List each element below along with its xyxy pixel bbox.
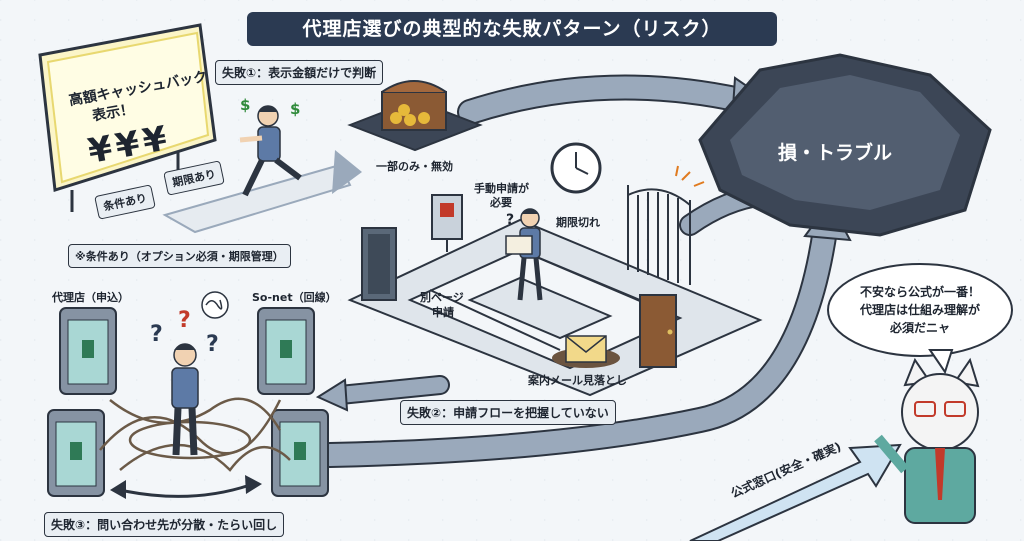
billboard bbox=[38, 23, 217, 212]
treasure-chest-icon bbox=[347, 80, 483, 152]
maze-paths bbox=[347, 218, 763, 397]
separate-page-line2: 申請 bbox=[432, 306, 454, 319]
question-mark-icon: ? bbox=[178, 308, 191, 333]
booth-agency bbox=[59, 307, 117, 395]
question-mark-icon: ? bbox=[506, 212, 515, 228]
failure3-label: 失敗③：問い合わせ先が分散・たらい回し bbox=[44, 512, 285, 537]
dollar-icon: $ bbox=[290, 100, 301, 118]
loss-label: 損・トラブル bbox=[778, 142, 893, 164]
question-mark-icon: ? bbox=[150, 322, 163, 347]
cat-bubble-line3: 必須だニャ bbox=[889, 321, 950, 335]
loss-pit bbox=[698, 53, 992, 237]
sonet-label: So-net（回線） bbox=[252, 291, 337, 304]
chest-caption: 一部のみ・無効 bbox=[376, 160, 453, 173]
booth-sonet bbox=[257, 307, 315, 395]
failure1-label: 失敗①：表示金額だけで判断 bbox=[215, 60, 384, 85]
cat-mascot bbox=[874, 357, 980, 524]
question-mark-icon: ? bbox=[206, 332, 219, 357]
separate-page-line1: 別ページ bbox=[420, 291, 464, 304]
door-left bbox=[361, 227, 397, 301]
booths bbox=[47, 307, 329, 497]
booth-lower-right bbox=[271, 409, 329, 497]
confused-man bbox=[171, 291, 229, 456]
cycle-arrow bbox=[110, 475, 262, 499]
cat-speech-bubble bbox=[827, 263, 1013, 375]
manual-apply-line2: 必要 bbox=[490, 196, 512, 209]
clock-icon bbox=[550, 142, 602, 194]
failure1-note: ※条件あり（オプション必須・期限管理） bbox=[68, 244, 291, 268]
switch-box-icon bbox=[431, 194, 463, 252]
failure2-label: 失敗②：申請フローを把握していない bbox=[400, 400, 616, 425]
page-title: 代理店選びの典型的な失敗パターン（リスク） bbox=[247, 12, 777, 46]
agency-label: 代理店（申込） bbox=[52, 291, 129, 304]
door-right bbox=[639, 294, 677, 368]
dollar-icon: $ bbox=[240, 96, 251, 114]
manual-apply-line1: 手動申請が bbox=[474, 182, 529, 195]
cat-bubble-text: 不安なら公式が一番！ 代理店は仕組み理解が 必須だニャ bbox=[845, 283, 995, 337]
runner-path bbox=[162, 150, 362, 234]
booth-lower-left bbox=[47, 409, 105, 497]
missed-mail-icon bbox=[552, 335, 620, 368]
official-arrow bbox=[689, 443, 902, 541]
expired-label: 期限切れ bbox=[556, 216, 600, 229]
cat-bubble-line2: 代理店は仕組み理解が bbox=[859, 303, 980, 317]
gate bbox=[627, 165, 705, 285]
cat-bubble-line1: 不安なら公式が一番！ bbox=[859, 285, 980, 299]
running-man bbox=[239, 105, 302, 197]
missed-mail-label: 案内メール見落とし bbox=[528, 374, 627, 387]
confused-reader-person bbox=[505, 208, 543, 301]
